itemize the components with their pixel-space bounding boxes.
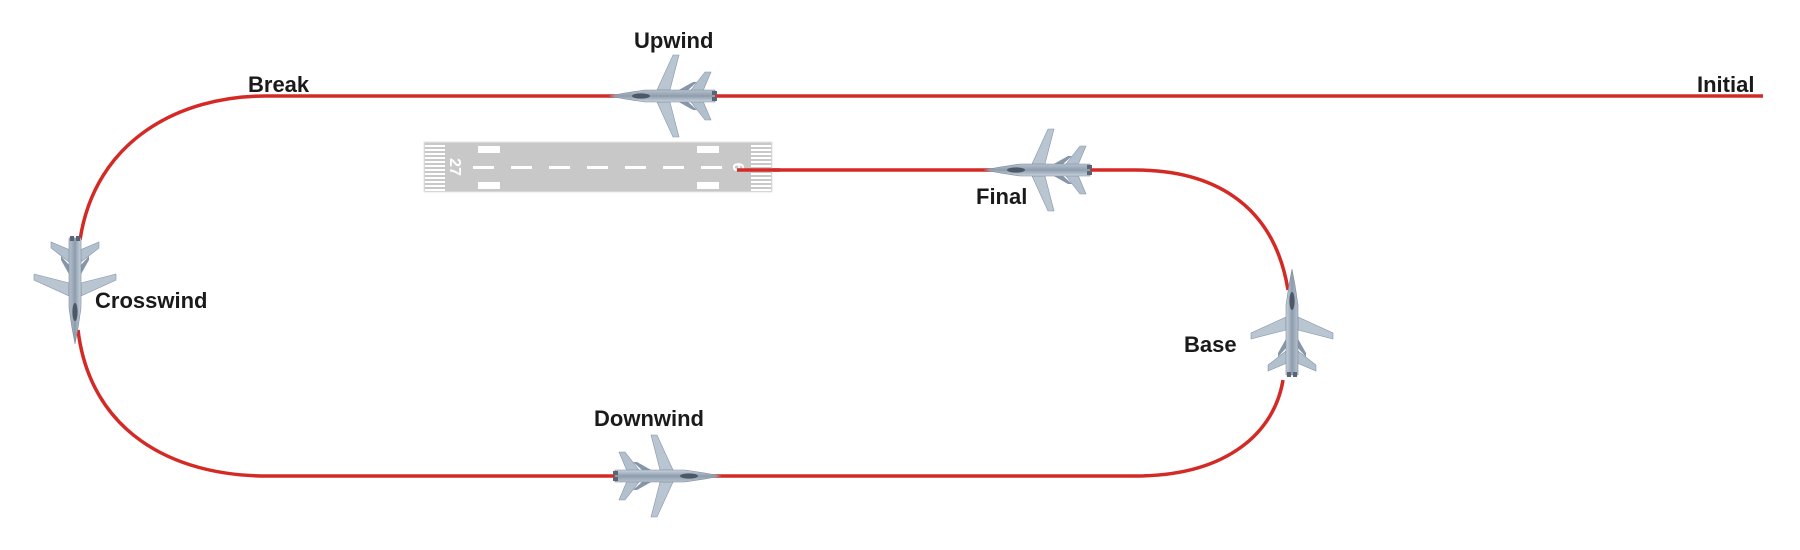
label-base: Base bbox=[1184, 332, 1237, 357]
label-crosswind: Crosswind bbox=[95, 288, 208, 313]
aircraft-downwind-icon bbox=[612, 434, 722, 518]
centerline-markings bbox=[473, 166, 722, 169]
threshold-markings-left bbox=[425, 145, 445, 191]
label-downwind: Downwind bbox=[594, 406, 704, 431]
label-break: Break bbox=[248, 72, 310, 97]
aircraft-upwind-icon bbox=[608, 54, 718, 138]
label-final: Final bbox=[976, 184, 1028, 209]
crosswind-downwind-turn bbox=[76, 329, 268, 478]
runway-number-left: 27 bbox=[446, 158, 463, 176]
base-final-turn bbox=[1134, 168, 1290, 291]
touchdown-markings bbox=[478, 146, 719, 189]
aircraft-base-icon bbox=[1250, 268, 1334, 378]
pattern-path bbox=[76, 94, 1763, 478]
runway-number-right: 9 bbox=[731, 162, 748, 171]
downwind-base-turn bbox=[1134, 379, 1285, 478]
label-upwind: Upwind bbox=[634, 28, 714, 53]
runway: 27 9 bbox=[423, 141, 773, 193]
break-crosswind-turn bbox=[78, 94, 266, 241]
label-initial: Initial bbox=[1697, 72, 1755, 97]
